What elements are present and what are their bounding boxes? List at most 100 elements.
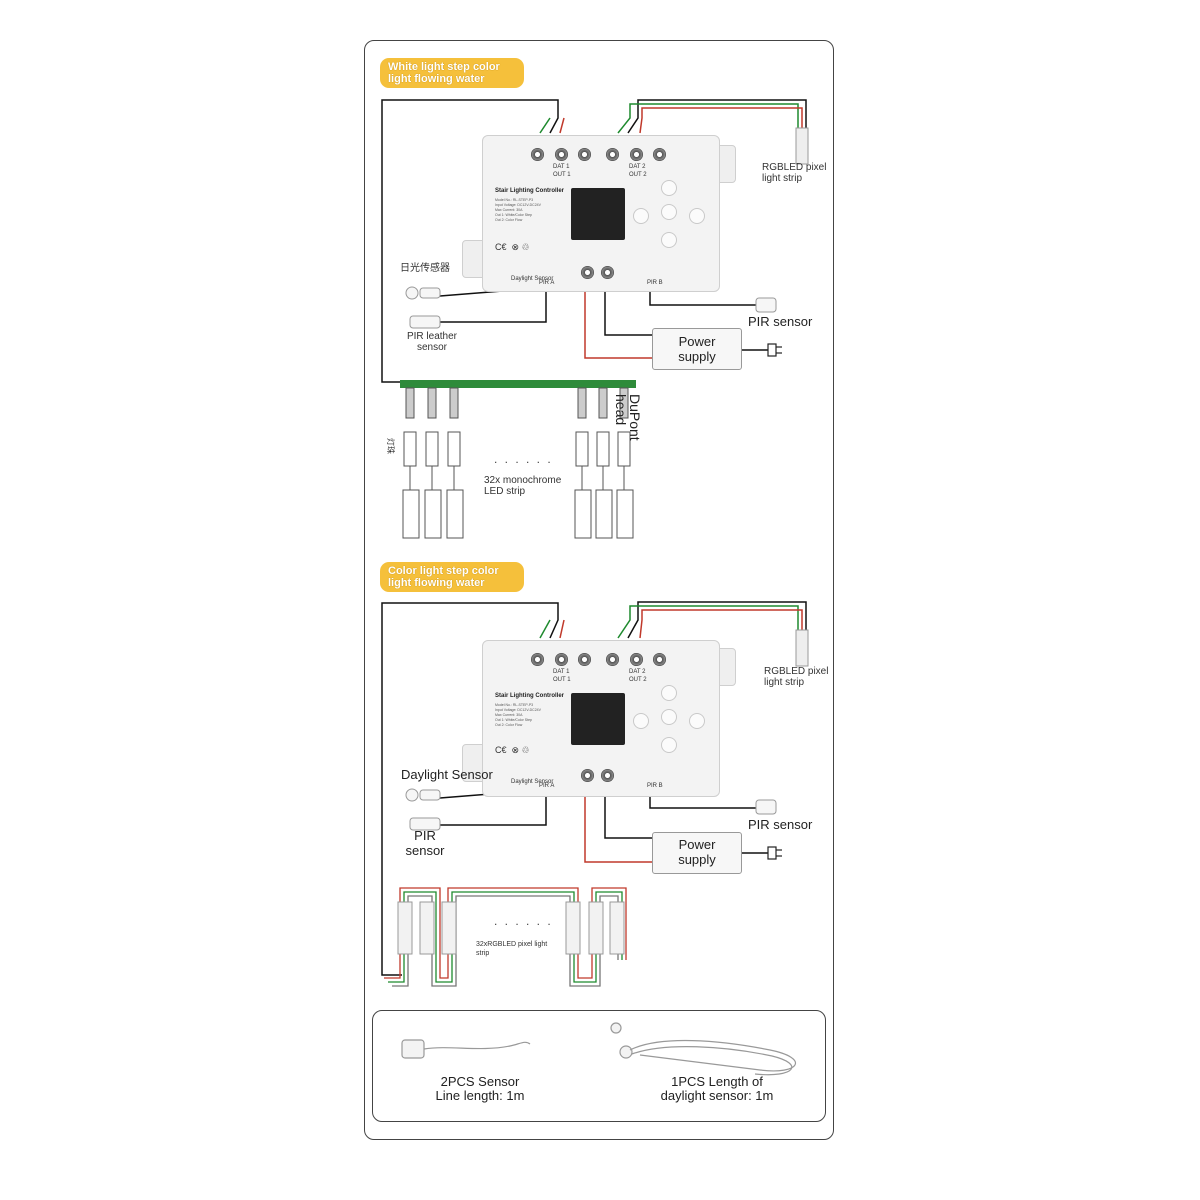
controller-button[interactable] bbox=[661, 232, 677, 248]
pir-sensor-left-label: PIR sensor bbox=[405, 828, 445, 858]
controller-button[interactable] bbox=[633, 713, 649, 729]
port-label-pir-b: PIR B bbox=[647, 280, 663, 286]
terminal bbox=[606, 148, 619, 161]
mono-strip-3 bbox=[446, 387, 464, 539]
terminal bbox=[630, 148, 643, 161]
pir-sensor-left-2 bbox=[409, 817, 441, 831]
controller-2: DAT 1 OUT 1 DAT 2 OUT 2 Stair Lighting C… bbox=[482, 640, 720, 797]
mono-strip-1 bbox=[402, 387, 420, 539]
terminal bbox=[531, 653, 544, 666]
controller-button[interactable] bbox=[661, 685, 677, 701]
certification-marks: C€ ⊗ ♲ bbox=[495, 745, 530, 755]
controller-button[interactable] bbox=[633, 208, 649, 224]
controller-button[interactable] bbox=[689, 208, 705, 224]
power-supply-1 bbox=[652, 328, 742, 370]
power-wire-black bbox=[604, 282, 652, 336]
power-wire-black-2 bbox=[604, 785, 652, 839]
certification-marks: C€ ⊗ ♲ bbox=[495, 242, 530, 252]
daylight-sensor-1 bbox=[405, 286, 441, 300]
terminal-label: OUT 1 bbox=[553, 677, 571, 683]
side-label: 灯珠 bbox=[386, 438, 395, 454]
port-label-daylight: Daylight Sensor bbox=[511, 276, 554, 282]
mono-strip-2 bbox=[424, 387, 442, 539]
terminal-label: DAT 2 bbox=[629, 164, 646, 170]
port-label-daylight: Daylight Sensor bbox=[511, 779, 554, 785]
section-2-wires bbox=[381, 601, 807, 976]
plug-1 bbox=[767, 343, 782, 357]
controller-display bbox=[571, 188, 625, 240]
rgb-strip-segments bbox=[397, 901, 625, 955]
pir-sensor-right-1 bbox=[755, 297, 777, 313]
mono-strip-5 bbox=[595, 387, 613, 539]
section-1-wires bbox=[381, 99, 807, 383]
controller-button[interactable] bbox=[661, 204, 677, 220]
out2-wire-2 bbox=[627, 601, 807, 639]
port-label-pir-b: PIR B bbox=[647, 783, 663, 789]
power-supply-2 bbox=[652, 832, 742, 874]
controller-display bbox=[571, 693, 625, 745]
power-wire-red-2 bbox=[584, 785, 652, 863]
controller-spec: Model No.: RL-STEP-P3 Input Voltage: DC1… bbox=[495, 198, 541, 222]
terminal-label: DAT 1 bbox=[553, 164, 570, 170]
terminal bbox=[531, 148, 544, 161]
pir-a-wire-2 bbox=[440, 788, 547, 826]
section-1-tag: White light step color light flowing wat… bbox=[380, 58, 524, 88]
accessories-box bbox=[372, 1010, 826, 1122]
diagram-frame bbox=[364, 40, 834, 1140]
pixel-strip-2 bbox=[795, 629, 809, 667]
accessory-sensor-line bbox=[401, 1039, 531, 1059]
accessory-sensor-line-label: 2PCS Sensor Line length: 1m bbox=[435, 1074, 525, 1103]
daylight-sensor-label: Daylight Sensor bbox=[401, 767, 493, 782]
terminal bbox=[653, 148, 666, 161]
terminal bbox=[578, 653, 591, 666]
power-supply-label: Power supply bbox=[678, 334, 716, 364]
out1-wire-2 bbox=[381, 602, 559, 976]
pixel-strip-label: RGBLED pixel light strip bbox=[764, 666, 829, 688]
pir-b-wire bbox=[649, 287, 757, 306]
terminal bbox=[555, 653, 568, 666]
out1-wire bbox=[381, 99, 559, 383]
pir-a-wire bbox=[440, 286, 547, 323]
terminal-label: DAT 1 bbox=[553, 669, 570, 675]
daylight-sensor-2 bbox=[405, 788, 441, 802]
pixel-strip-1 bbox=[795, 127, 809, 165]
port-label-pir-a: PIR A bbox=[539, 280, 555, 286]
dupont-bus bbox=[400, 380, 636, 388]
controller-button[interactable] bbox=[661, 737, 677, 753]
power-supply-label: Power supply bbox=[678, 837, 716, 867]
power-terminal bbox=[581, 266, 594, 279]
accessory-daylight-cable-label: 1PCS Length of daylight sensor: 1m bbox=[660, 1074, 774, 1103]
terminal-label: OUT 1 bbox=[553, 172, 571, 178]
dupont-label: DuPont head bbox=[613, 394, 643, 441]
terminal bbox=[653, 653, 666, 666]
strip-count-label: 32xRGBLED pixel light strip bbox=[476, 941, 548, 957]
controller-button[interactable] bbox=[689, 713, 705, 729]
strip-count-label: 32x monochrome LED strip bbox=[484, 475, 562, 497]
terminal bbox=[578, 148, 591, 161]
controller-title: Stair Lighting Controller bbox=[495, 693, 564, 699]
power-terminal bbox=[601, 769, 614, 782]
controller-title: Stair Lighting Controller bbox=[495, 188, 564, 194]
terminal bbox=[630, 653, 643, 666]
pir-sensor-right-label: PIR sensor bbox=[748, 314, 813, 329]
controller-button[interactable] bbox=[661, 180, 677, 196]
power-terminal bbox=[601, 266, 614, 279]
port-label-pir-a: PIR A bbox=[539, 783, 555, 789]
pir-sensor-left-label: PIR leather sensor bbox=[406, 331, 458, 353]
power-terminal bbox=[581, 769, 594, 782]
power-wire-red bbox=[584, 282, 652, 359]
out2-wire bbox=[627, 99, 807, 134]
pir-sensor-right-2 bbox=[755, 799, 777, 815]
rgb-serpentine-strip bbox=[384, 887, 627, 987]
terminal bbox=[606, 653, 619, 666]
terminal bbox=[555, 148, 568, 161]
mono-strip-4 bbox=[574, 387, 592, 539]
pir-sensor-right-label: PIR sensor bbox=[748, 817, 813, 832]
terminal-label: DAT 2 bbox=[629, 669, 646, 675]
strip-ellipsis: . . . . . . bbox=[494, 452, 553, 466]
controller-button[interactable] bbox=[661, 709, 677, 725]
strip-ellipsis: . . . . . . bbox=[494, 914, 553, 928]
controller-1: DAT 1 OUT 1 DAT 2 OUT 2 Stair Lighting C… bbox=[482, 135, 720, 292]
mono-strip-6 bbox=[616, 387, 634, 539]
